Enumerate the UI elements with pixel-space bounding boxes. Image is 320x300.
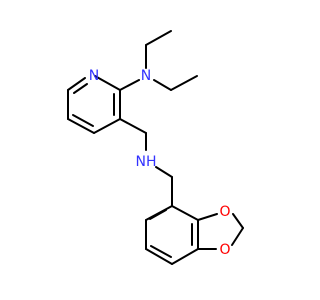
o-lower-label: O xyxy=(219,242,230,258)
bond-nh-ch2 xyxy=(155,166,173,178)
bond-c6-n1 xyxy=(67,77,86,91)
bond-layer xyxy=(67,30,244,265)
nh-label: NH xyxy=(136,154,157,170)
bond-c6-n1-inner xyxy=(73,83,88,94)
atom-label-layer: N N NH O O xyxy=(89,68,231,258)
bond-ch2-ch3-a xyxy=(145,30,172,46)
bond-n1-c2 xyxy=(94,75,121,91)
bond-namine-ch2-b xyxy=(153,79,172,91)
bond-o-upper-ch2 xyxy=(232,213,244,229)
ether-oxygen-upper: O xyxy=(219,204,230,220)
ether-oxygen-lower: O xyxy=(219,242,230,258)
o-upper-label: O xyxy=(219,204,230,220)
secondary-amine-nh: NH xyxy=(136,154,157,170)
bond-ar3-ar4 xyxy=(145,248,173,265)
bond-ar6-ar1 xyxy=(171,205,199,221)
bond-c3-c4 xyxy=(93,118,121,134)
diethylamine-nitrogen: N xyxy=(141,68,151,84)
bond-ar6-o-upper xyxy=(197,213,218,221)
bond-ar4-ar5 xyxy=(171,248,199,265)
bond-ch2-o-lower xyxy=(231,227,244,246)
amine-n-label: N xyxy=(141,68,151,84)
bond-ch2-ch3-b xyxy=(170,75,198,91)
bond-ar1-ar2-inner xyxy=(149,209,167,220)
bond-c3-ch2 xyxy=(119,118,147,134)
pyridine-nitrogen: N xyxy=(89,68,99,84)
bond-c4-c5 xyxy=(67,118,95,134)
bond-c2-namine xyxy=(119,79,140,91)
pyridine-n-label: N xyxy=(89,68,99,84)
bond-ar3-ar4-inner xyxy=(150,245,172,258)
molecule-structure: N N NH O O xyxy=(67,30,244,265)
bond-c4-c5-inner xyxy=(72,114,94,127)
